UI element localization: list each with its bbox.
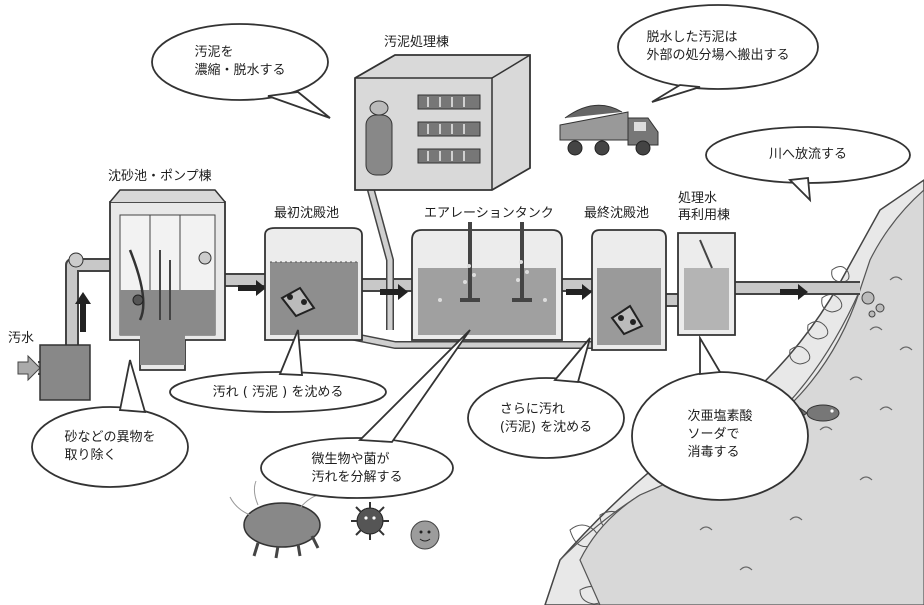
bubble-text: 脱水した汚泥は 外部の処分場へ搬出する	[646, 30, 790, 63]
bubble-text: 砂などの異物を 取り除く	[64, 430, 156, 463]
arrow-right-icon	[780, 284, 808, 300]
bubble-shapes	[31, 4, 911, 501]
bubble-disinfect: 次亜塩素酸 ソーダで 消毒する	[640, 392, 800, 478]
bubble-sludge-disposal: 脱水した汚泥は 外部の処分場へ搬出する	[626, 14, 810, 80]
arrow-right-icon	[566, 284, 592, 300]
bubble-settle-primary: 汚れ ( 汚泥 ) を沈める	[174, 380, 382, 406]
germ-icon	[351, 502, 389, 540]
bacteria-icon	[410, 520, 440, 550]
bubble-settle-final: さらに汚れ (汚泥) を沈める	[472, 390, 620, 448]
arrow-right-icon	[380, 284, 408, 300]
label-inflow: 汚水	[8, 331, 35, 346]
sludge-treatment-building	[354, 54, 531, 191]
sludge-scraper-icon	[610, 304, 644, 336]
reuse-building	[677, 232, 736, 336]
bubble-text: 次亜塩素酸 ソーダで 消毒する	[687, 409, 753, 460]
grit-pump-building	[68, 189, 226, 371]
final-sedimentation-tank	[591, 229, 667, 351]
bubble-discharge: 川へ放流する	[710, 140, 906, 170]
arrow-up-icon	[75, 292, 91, 332]
label-grit-pump-building: 沈砂池・ポンプ棟	[108, 169, 212, 184]
bubble-text: 川へ放流する	[768, 147, 847, 162]
flow-arrows	[17, 280, 808, 382]
inflow-arrow-icon	[17, 354, 41, 382]
bubble-text: 微生物や菌が 汚れを分解する	[311, 452, 403, 485]
dump-truck-icon	[559, 104, 659, 156]
bubble-text: 汚泥を 濃縮・脱水する	[194, 45, 286, 78]
arrow-right-icon	[238, 280, 266, 296]
aeration-tank	[411, 222, 563, 341]
bubble-text: 汚れ ( 汚泥 ) を沈める	[212, 385, 344, 400]
inflow-pit	[39, 344, 91, 401]
label-final-sedimentation: 最終沈殿池	[584, 206, 650, 221]
bubble-text: さらに汚れ (汚泥) を沈める	[499, 402, 593, 435]
tardigrade-icon	[229, 480, 323, 559]
label-sludge-building: 汚泥処理棟	[384, 35, 450, 50]
bubble-microbes: 微生物や菌が 汚れを分解する	[266, 446, 448, 492]
microbe-characters	[229, 480, 440, 559]
bubble-sludge-thicken: 汚泥を 濃縮・脱水する	[160, 30, 320, 94]
outfall-splash	[861, 291, 885, 318]
primary-sedimentation-tank	[264, 227, 363, 341]
label-reuse-building: 処理水 再利用棟	[678, 191, 731, 223]
label-aeration-tank: エアレーションタンク	[424, 206, 554, 221]
label-primary-sedimentation: 最初沈殿池	[274, 206, 340, 221]
bubble-grit-remove: 砂などの異物を 取り除く	[38, 418, 182, 476]
